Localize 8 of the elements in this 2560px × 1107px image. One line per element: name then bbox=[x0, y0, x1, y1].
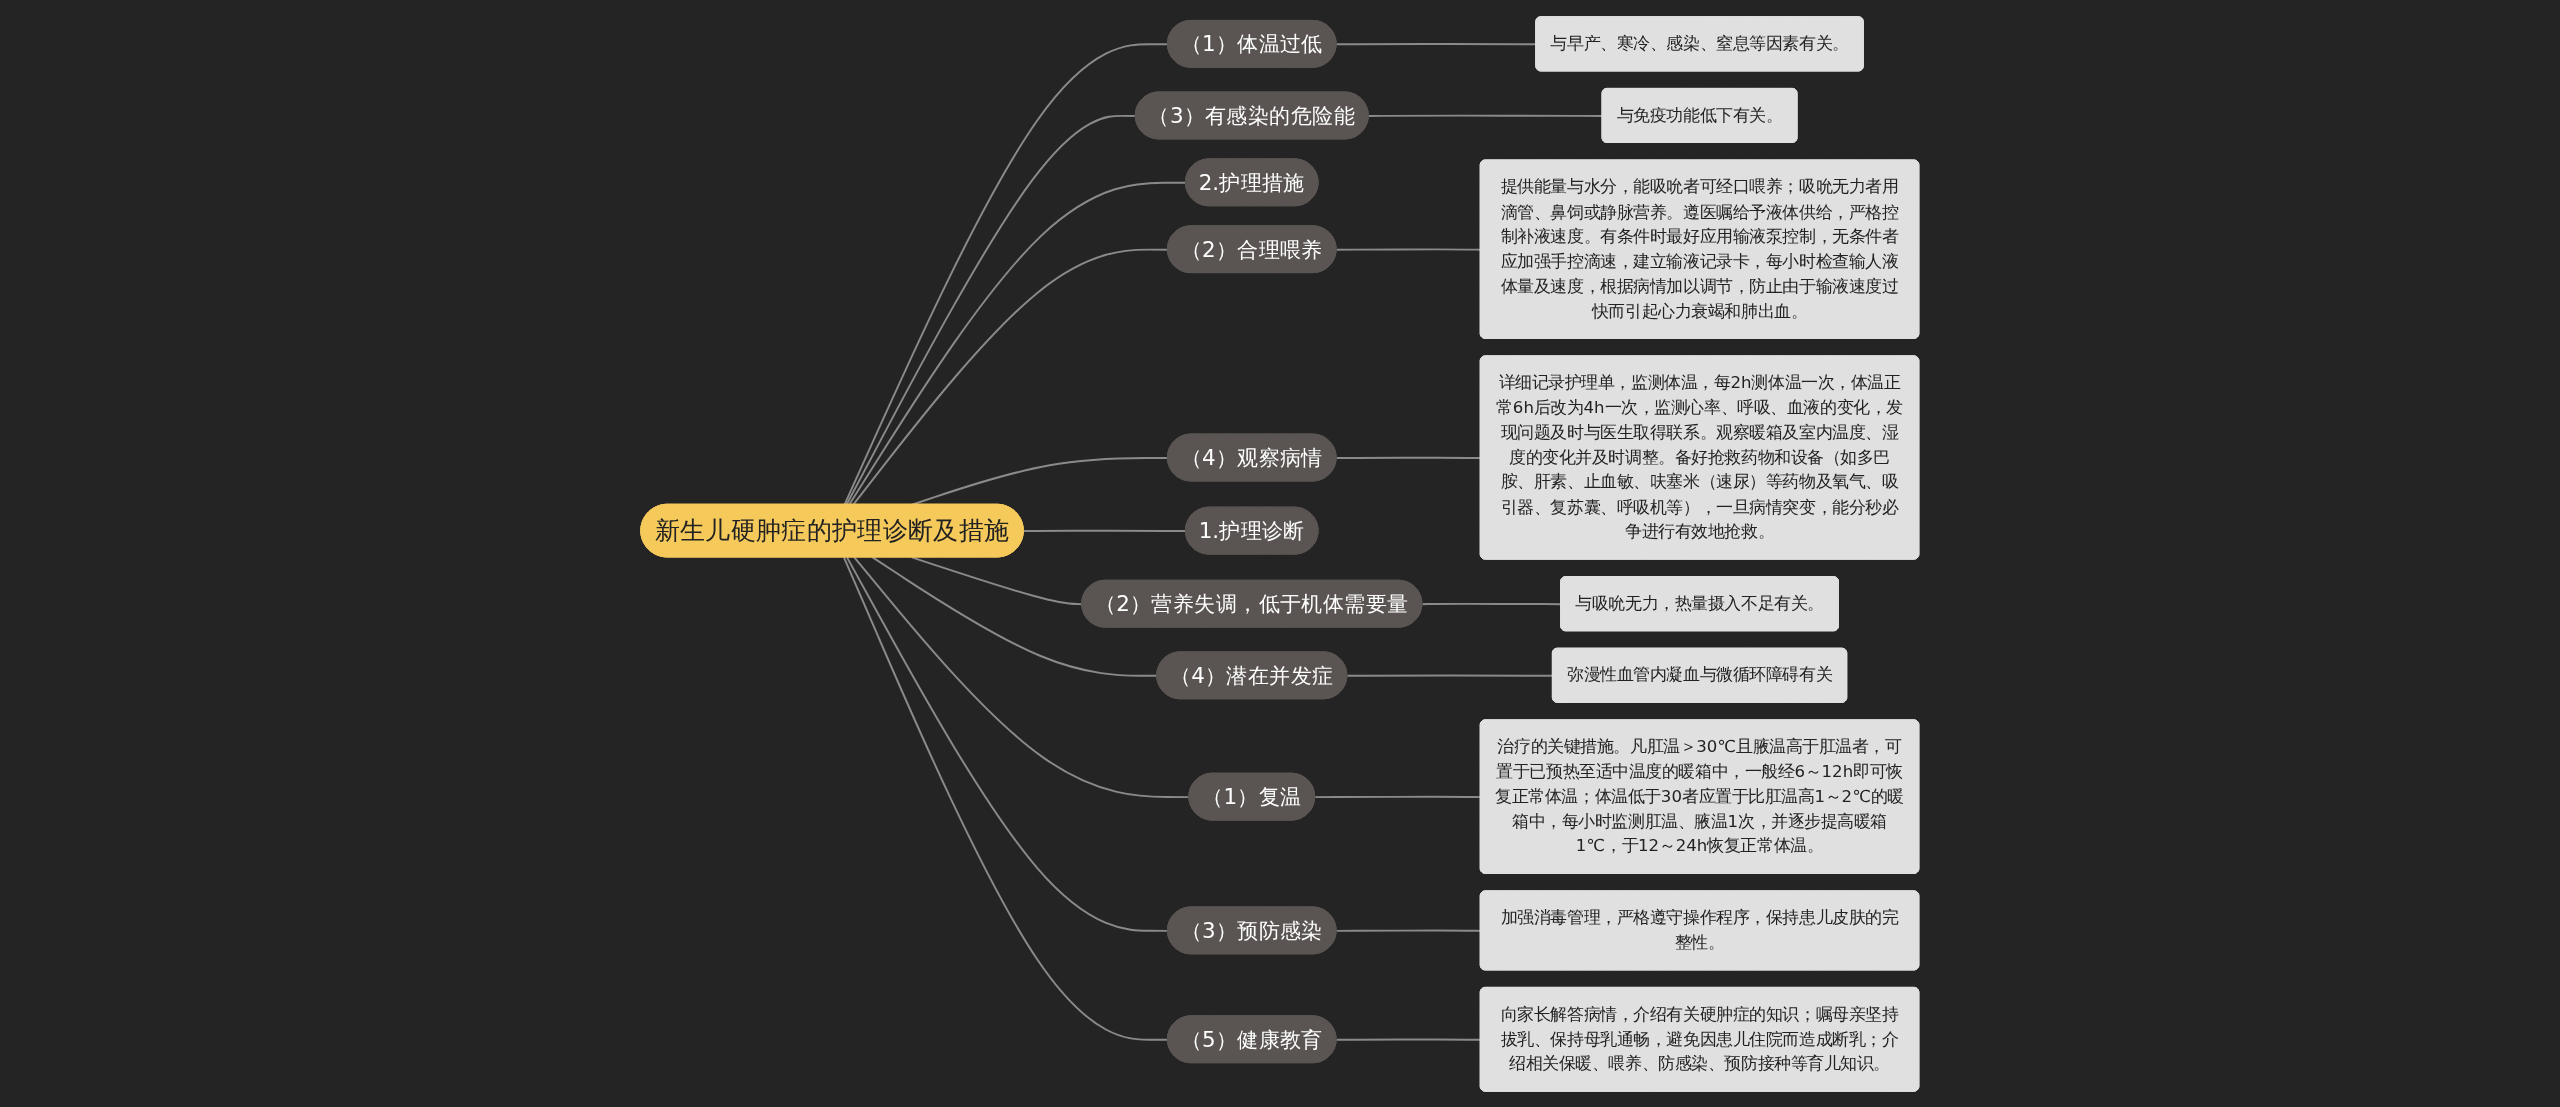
connector bbox=[1335, 929, 1482, 932]
connector bbox=[1314, 795, 1482, 798]
connector bbox=[853, 555, 1191, 798]
connector bbox=[1335, 456, 1482, 459]
connector bbox=[1335, 42, 1538, 45]
connector bbox=[1335, 247, 1482, 251]
connector bbox=[1335, 1038, 1482, 1041]
connector bbox=[1367, 114, 1604, 117]
